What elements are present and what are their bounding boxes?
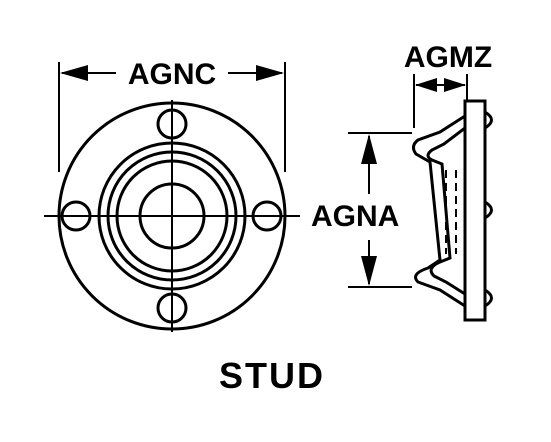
plate-nub-middle	[484, 200, 493, 220]
agna-label: AGNA	[311, 200, 399, 233]
side-view: AGMZ AGNA	[311, 41, 493, 322]
agmz-arrow-left	[415, 78, 437, 92]
base-plate	[463, 99, 487, 322]
agmz-label: AGMZ	[404, 41, 492, 74]
plate-nub-top	[484, 110, 493, 130]
agna-arrow-top	[361, 134, 377, 164]
agmz-arrow-right	[444, 78, 466, 92]
front-view: AGNC	[44, 58, 300, 332]
stud-profile-outer	[411, 114, 466, 308]
agnc-label: AGNC	[128, 58, 216, 91]
agnc-arrow-left	[60, 65, 88, 81]
agnc-arrow-right	[256, 65, 284, 81]
plate-nub-bottom	[484, 288, 493, 308]
stud-title: STUD	[219, 355, 325, 396]
agna-arrow-bottom	[361, 256, 377, 286]
